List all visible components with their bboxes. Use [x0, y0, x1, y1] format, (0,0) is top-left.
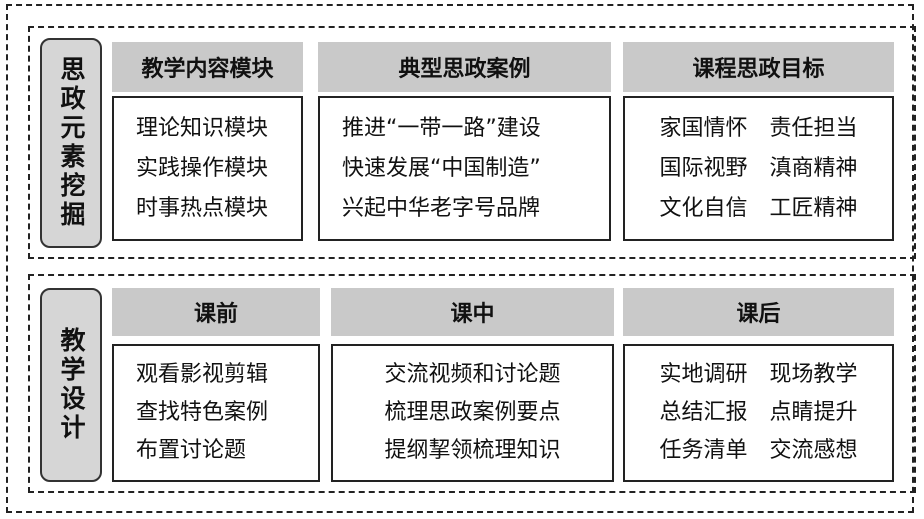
list-item: 实地调研 现场教学	[625, 356, 892, 394]
column-during-class: 课中 交流视频和讨论题 梳理思政案例要点 提纲挈领梳理知识	[331, 288, 614, 482]
list-item-right: 责任担当	[769, 115, 858, 141]
list-item: 提纲挈领梳理知识	[384, 438, 561, 463]
list-item-right: 工匠精神	[769, 195, 858, 221]
list-item: 总结汇报 点睛提升	[625, 394, 892, 432]
section-label-box: 思政元素挖掘	[40, 38, 102, 248]
section-label: 教学设计	[57, 327, 86, 443]
section-teaching-design: 教学设计 课前 观看影视剪辑 查找特色案例 布置讨论题 课中 交流视频和讨论题 …	[28, 274, 916, 493]
list-item: 梳理思政案例要点	[384, 400, 561, 425]
column-course-goals: 课程思政目标 家国情怀 责任担当 国际视野 滇商精神 文化自信 工匠精神	[623, 42, 894, 241]
list-item-right: 现场教学	[769, 362, 858, 387]
list-item-right: 滇商精神	[769, 155, 858, 181]
column-header: 课中	[331, 288, 614, 336]
list-item: 理论知识模块	[136, 115, 269, 141]
list-item: 观看影视剪辑	[136, 362, 269, 387]
list-item: 交流视频和讨论题	[384, 362, 561, 387]
list-item: 兴起中华老字号品牌	[342, 195, 541, 221]
column-body: 家国情怀 责任担当 国际视野 滇商精神 文化自信 工匠精神	[623, 96, 894, 241]
section-label: 思政元素挖掘	[57, 56, 86, 230]
column-body: 实地调研 现场教学 总结汇报 点睛提升 任务清单 交流感想	[623, 344, 894, 482]
list-item-left: 文化自信	[659, 195, 748, 221]
column-body: 理论知识模块 实践操作模块 时事热点模块	[112, 96, 303, 241]
column-teaching-content: 教学内容模块 理论知识模块 实践操作模块 时事热点模块	[112, 42, 303, 241]
list-item-right: 交流感想	[769, 438, 858, 463]
list-item-left: 家国情怀	[659, 115, 748, 141]
list-item: 家国情怀 责任担当	[625, 109, 892, 149]
section-ideological-elements: 思政元素挖掘 教学内容模块 理论知识模块 实践操作模块 时事热点模块 典型思政案…	[28, 26, 916, 259]
column-header: 课前	[112, 288, 320, 336]
list-item: 时事热点模块	[136, 195, 269, 221]
list-item-left: 国际视野	[659, 155, 748, 181]
list-item: 快速发展“中国制造”	[342, 155, 541, 181]
column-typical-cases: 典型思政案例 推进“一带一路”建设 快速发展“中国制造” 兴起中华老字号品牌	[318, 42, 611, 241]
list-item: 任务清单 交流感想	[625, 432, 892, 470]
list-item: 查找特色案例	[136, 400, 269, 425]
column-before-class: 课前 观看影视剪辑 查找特色案例 布置讨论题	[112, 288, 320, 482]
list-item: 实践操作模块	[136, 155, 269, 181]
column-header: 典型思政案例	[318, 42, 611, 92]
list-item: 推进“一带一路”建设	[342, 115, 541, 141]
column-body: 推进“一带一路”建设 快速发展“中国制造” 兴起中华老字号品牌	[318, 96, 611, 241]
list-item-left: 实地调研	[659, 362, 748, 387]
section-label-box: 教学设计	[40, 288, 102, 482]
list-item: 国际视野 滇商精神	[625, 149, 892, 189]
column-header: 课程思政目标	[623, 42, 894, 92]
list-item: 文化自信 工匠精神	[625, 189, 892, 229]
column-body: 交流视频和讨论题 梳理思政案例要点 提纲挈领梳理知识	[331, 344, 614, 482]
list-item: 布置讨论题	[136, 438, 247, 463]
column-after-class: 课后 实地调研 现场教学 总结汇报 点睛提升 任务清单 交流感想	[623, 288, 894, 482]
list-item-left: 总结汇报	[659, 400, 748, 425]
list-item-right: 点睛提升	[769, 400, 858, 425]
column-header: 教学内容模块	[112, 42, 303, 92]
column-body: 观看影视剪辑 查找特色案例 布置讨论题	[112, 344, 320, 482]
list-item-left: 任务清单	[659, 438, 748, 463]
column-header: 课后	[623, 288, 894, 336]
